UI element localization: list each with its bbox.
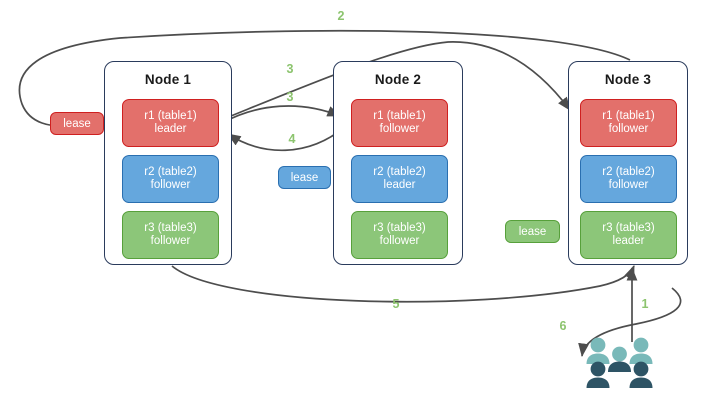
lease-label: lease bbox=[290, 171, 319, 184]
edge-step-6 bbox=[578, 287, 682, 358]
replica-role: follower bbox=[379, 235, 420, 247]
replica-name: r1 (table1) bbox=[602, 109, 655, 122]
replica-n3-r2[interactable]: r2 (table2) follower bbox=[580, 155, 677, 203]
replica-n1-r1[interactable]: r1 (table1) leader bbox=[122, 99, 219, 147]
replica-name: r3 (table3) bbox=[602, 221, 655, 234]
edge-step-2 bbox=[18, 29, 631, 133]
step-label-2: 2 bbox=[337, 9, 345, 23]
replica-role: follower bbox=[150, 179, 191, 191]
replica-name: r3 (table3) bbox=[373, 221, 426, 234]
replica-n1-r2[interactable]: r2 (table2) follower bbox=[122, 155, 219, 203]
replica-n1-r3[interactable]: r3 (table3) follower bbox=[122, 211, 219, 259]
lease-label: lease bbox=[518, 225, 547, 238]
replica-role: follower bbox=[150, 235, 191, 247]
replica-n3-r3[interactable]: r3 (table3) leader bbox=[580, 211, 677, 259]
node-title: Node 3 bbox=[604, 72, 652, 87]
lease-badge-green[interactable]: lease bbox=[505, 220, 560, 243]
step-label-4: 4 bbox=[288, 132, 296, 146]
node-title: Node 1 bbox=[144, 72, 192, 87]
edge-step-5 bbox=[171, 265, 635, 303]
lease-badge-red[interactable]: lease bbox=[50, 112, 104, 135]
replica-name: r2 (table2) bbox=[373, 165, 426, 178]
replica-role: leader bbox=[612, 235, 645, 247]
replica-name: r1 (table1) bbox=[373, 109, 426, 122]
replica-name: r1 (table1) bbox=[144, 109, 197, 122]
lease-label: lease bbox=[63, 117, 91, 130]
step-label-3-upper: 3 bbox=[286, 62, 294, 76]
replica-role: follower bbox=[608, 123, 649, 135]
replica-n3-r1[interactable]: r1 (table1) follower bbox=[580, 99, 677, 147]
step-label-6: 6 bbox=[559, 319, 567, 333]
node-title: Node 2 bbox=[374, 72, 422, 87]
step-label-5: 5 bbox=[392, 297, 400, 311]
edge-step-3-lower bbox=[223, 105, 341, 123]
replica-role: leader bbox=[154, 123, 187, 135]
replica-n2-r1[interactable]: r1 (table1) follower bbox=[351, 99, 448, 147]
replica-name: r2 (table2) bbox=[144, 165, 197, 178]
replica-n2-r3[interactable]: r3 (table3) follower bbox=[351, 211, 448, 259]
users-group-icon bbox=[586, 337, 653, 388]
replica-n2-r2[interactable]: r2 (table2) leader bbox=[351, 155, 448, 203]
replica-name: r2 (table2) bbox=[602, 165, 655, 178]
step-label-1: 1 bbox=[641, 297, 649, 311]
replica-name: r3 (table3) bbox=[144, 221, 197, 234]
replica-role: follower bbox=[379, 123, 420, 135]
lease-badge-blue[interactable]: lease bbox=[278, 166, 331, 189]
replica-role: leader bbox=[383, 179, 416, 191]
replica-role: follower bbox=[608, 179, 649, 191]
step-label-3-lower: 3 bbox=[286, 90, 294, 104]
edge-step-3-upper bbox=[220, 41, 571, 121]
